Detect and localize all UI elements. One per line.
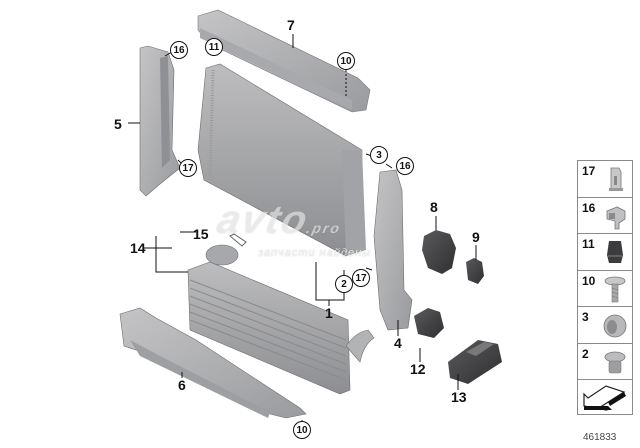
screw-plug-icon (604, 351, 626, 373)
callout-11-circled[interactable]: 11 (205, 38, 223, 56)
callout-1[interactable]: 1 (325, 305, 333, 321)
rubber-mount-9-part (466, 258, 484, 284)
callout-10-circled-bottom[interactable]: 10 (293, 421, 311, 439)
leader-lines (128, 34, 477, 438)
watermark-text: avto (213, 198, 314, 242)
expanding-rivet-icon (607, 241, 623, 263)
legend-item-2[interactable]: 2 (577, 342, 633, 380)
lower-air-guide-part (119, 307, 307, 419)
callout-2-circled[interactable]: 2 (335, 275, 353, 293)
callout-5[interactable]: 5 (114, 116, 122, 132)
callout-3-circled[interactable]: 3 (370, 146, 388, 164)
legend-direction-arrow (577, 379, 633, 415)
legend-item-16[interactable]: 16 (577, 196, 633, 234)
legend-item-10[interactable]: 10 (577, 269, 633, 307)
screw-icon (604, 276, 626, 302)
callout-4[interactable]: 4 (394, 335, 402, 351)
legend-item-11[interactable]: 11 (577, 233, 633, 271)
legend-item-3[interactable]: 3 (577, 306, 633, 344)
left-air-duct-part (139, 45, 181, 197)
clamp-part (229, 233, 247, 247)
intercooler-part (187, 244, 375, 395)
direction-arrow-icon (583, 385, 626, 411)
callout-6[interactable]: 6 (178, 377, 186, 393)
legend-number: 17 (582, 164, 596, 178)
radiator-part (197, 63, 366, 257)
callout-10-circled[interactable]: 10 (337, 52, 355, 70)
legend-number: 11 (582, 237, 595, 251)
callout-17-circled[interactable]: 17 (179, 159, 197, 177)
diagram-id: 461833 (583, 432, 617, 443)
callout-16-circled-right[interactable]: 16 (396, 157, 414, 175)
upper-cover-part (197, 9, 371, 113)
legend-number: 3 (582, 310, 589, 324)
legend-number: 10 (582, 273, 596, 288)
callout-13[interactable]: 13 (451, 389, 467, 405)
callout-16-circled[interactable]: 16 (170, 41, 188, 59)
legend-number: 16 (582, 200, 596, 215)
watermark-domain: .pro (304, 220, 343, 236)
callout-9[interactable]: 9 (472, 229, 480, 245)
clip-nut-icon (606, 206, 626, 229)
watermark-logo: avto.pro (213, 198, 347, 243)
rubber-mount-8-part (422, 230, 456, 274)
legend-number: 2 (582, 346, 589, 361)
right-air-duct-part (373, 169, 413, 331)
callout-14[interactable]: 14 (130, 240, 146, 256)
spring-clip-icon (609, 167, 623, 191)
callout-7[interactable]: 7 (287, 17, 295, 33)
hardware-legend: 17 16 11 10 (577, 160, 633, 415)
watermark-subtitle: запчасти найдены (258, 247, 372, 259)
legend-item-17[interactable]: 17 (577, 160, 633, 198)
rubber-buffer-13-part (448, 340, 502, 384)
callout-17-circled-right[interactable]: 17 (352, 269, 370, 287)
callout-12[interactable]: 12 (410, 361, 426, 377)
callout-8[interactable]: 8 (430, 199, 438, 215)
rubber-buffer-12-part (414, 308, 444, 338)
callout-15[interactable]: 15 (193, 226, 209, 242)
bush-fitting-icon (603, 314, 627, 338)
